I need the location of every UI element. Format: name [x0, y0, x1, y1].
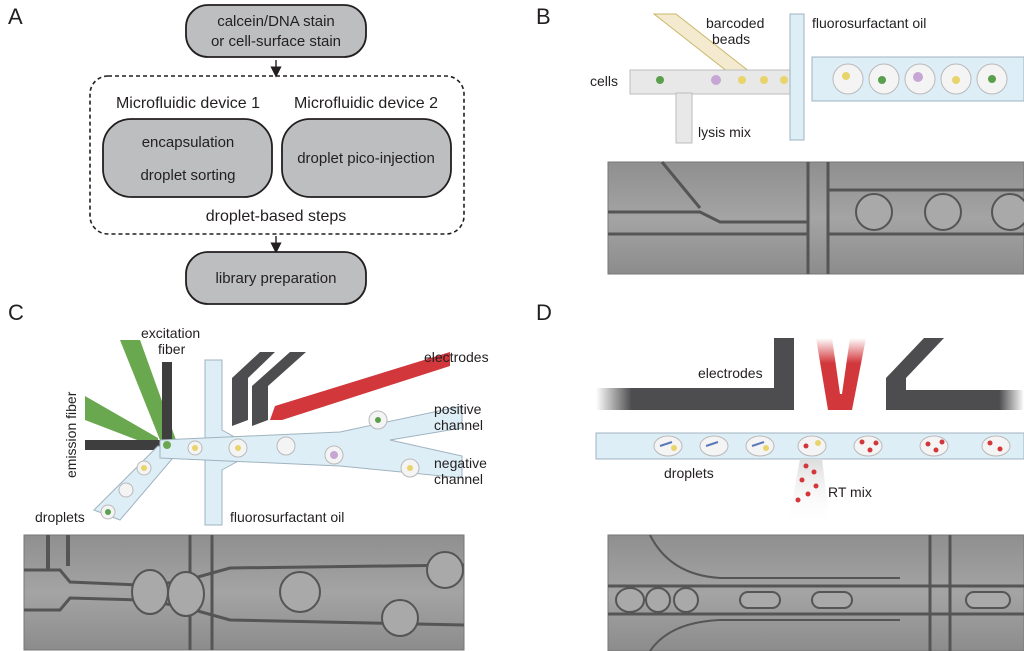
droplets-d	[653, 435, 1011, 457]
excitation-fiber-core	[162, 362, 172, 440]
positive-label-2: channel	[434, 417, 483, 433]
panel-c-schematic: excitation fiber emission fiber electrod…	[35, 325, 489, 526]
device2-step: droplet pico-injection	[297, 150, 435, 167]
electrodes-label-c: electrodes	[424, 349, 489, 365]
stain-box	[185, 4, 367, 58]
panel-a-flowchart: calcein/DNA stain or cell-surface stain …	[89, 4, 465, 305]
panel-label-c: C	[8, 300, 24, 325]
negative-label-1: negative	[434, 455, 487, 471]
panel-label-b: B	[536, 4, 551, 29]
bead-particle	[760, 76, 768, 84]
cells-label: cells	[590, 73, 618, 89]
excitation-label-1: excitation	[141, 325, 200, 341]
droplets-label-c: droplets	[35, 509, 85, 525]
emission-fiber	[85, 396, 158, 448]
device1-box	[102, 118, 273, 198]
output-droplets	[832, 63, 1008, 95]
positive-label-1: positive	[434, 401, 482, 417]
device1-title: Microfluidic device 1	[116, 95, 260, 112]
electrode-dark	[232, 352, 275, 426]
electrodes-label-d: electrodes	[698, 365, 763, 381]
stain-box-line1: calcein/DNA stain	[217, 13, 335, 30]
emission-fiber-core	[85, 440, 161, 450]
droplet-steps-group	[89, 75, 465, 235]
detection-spot	[163, 441, 171, 449]
lysis-channel	[675, 92, 693, 144]
device1-step2: droplet sorting	[140, 167, 235, 184]
oil-label-b: fluorosurfactant oil	[812, 15, 926, 31]
device2-box	[281, 118, 452, 198]
excitation-label-2: fiber	[158, 341, 186, 357]
electrode-dark-2	[252, 352, 306, 426]
electrode-red	[270, 352, 450, 420]
rt-mix-label: RT mix	[828, 484, 872, 500]
library-box-label: library preparation	[216, 270, 337, 287]
droplet-steps-label: droplet-based steps	[206, 208, 347, 225]
panel-d-schematic: electrodes droplets RT mix	[595, 338, 1024, 525]
micrograph-c	[23, 534, 465, 651]
stain-box-line2: or cell-surface stain	[211, 33, 341, 50]
lysis-label: lysis mix	[698, 124, 751, 140]
rt-particles	[795, 463, 819, 503]
negative-label-2: channel	[434, 471, 483, 487]
device2-title: Microfluidic device 2	[294, 95, 438, 112]
droplets-label-d: droplets	[664, 465, 714, 481]
panel-b-schematic: barcoded beads fluorosurfactant oil cell…	[590, 13, 1024, 144]
oil-channel-vertical	[789, 13, 805, 141]
electrode-left	[596, 338, 794, 410]
barcoded-beads-label-2: beads	[712, 31, 750, 47]
bead-particle	[780, 76, 788, 84]
device1-step1: encapsulation	[142, 134, 235, 151]
oil-channel-upper	[204, 359, 242, 441]
lysis-particle	[711, 75, 721, 85]
micrograph-b	[607, 161, 1024, 275]
oil-label-c: fluorosurfactant oil	[230, 509, 344, 525]
electrode-red-d	[816, 338, 866, 410]
emission-label: emission fiber	[63, 391, 79, 478]
panel-label-d: D	[536, 300, 552, 325]
bead-particle	[738, 76, 746, 84]
cell-particle	[656, 76, 664, 84]
barcoded-beads-label-1: barcoded	[706, 15, 764, 31]
micrograph-d	[607, 534, 1024, 651]
panel-label-a: A	[8, 4, 23, 29]
electrode-right	[886, 338, 1024, 410]
library-box	[185, 251, 367, 305]
